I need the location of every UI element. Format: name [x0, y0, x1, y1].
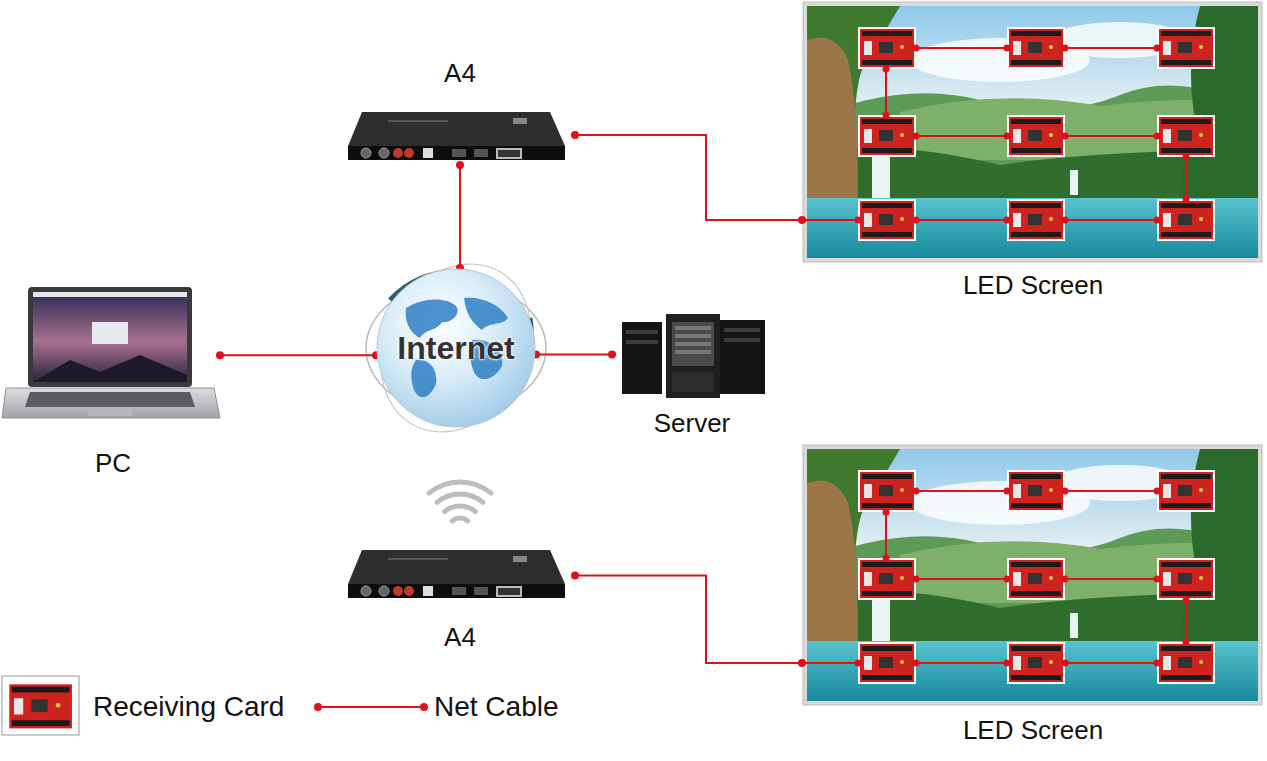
server-icon — [666, 314, 720, 398]
net-cable — [571, 131, 806, 224]
net-cable — [459, 165, 461, 268]
globe-orbits — [351, 237, 560, 459]
net-cable — [216, 351, 224, 359]
net-cable — [456, 161, 464, 272]
server-icon — [724, 338, 760, 342]
node-label: Server — [654, 408, 731, 438]
led-screen-picture — [803, 2, 1262, 262]
laptop-icon — [33, 292, 187, 382]
laptop-icon — [2, 287, 220, 418]
globe-shape — [411, 360, 436, 397]
legend-card-icon — [2, 676, 79, 735]
node-label: A4 — [444, 622, 476, 652]
led-screen-box: LED Screen — [802, 443, 1264, 745]
globe-shape — [464, 298, 508, 330]
net-cable — [532, 350, 616, 358]
laptop-icon — [33, 355, 187, 382]
led-screen-picture — [803, 445, 1262, 705]
server-icon — [622, 314, 765, 398]
server-icon — [675, 342, 711, 346]
device-box: A4 — [345, 548, 575, 652]
legend-net-cable-sample — [420, 703, 428, 711]
laptop-icon — [92, 322, 128, 344]
wireless-signal — [429, 482, 491, 493]
globe-orbits — [351, 237, 560, 459]
net-cable — [571, 572, 806, 667]
server-icon — [672, 322, 714, 366]
wireless-signal — [437, 494, 483, 502]
server-icon — [626, 330, 658, 334]
legend-card-icon — [2, 676, 79, 735]
net-cable — [216, 351, 380, 359]
internet-globe: Internet — [376, 268, 536, 428]
net-cable — [798, 216, 806, 224]
pc-box: PC — [6, 283, 220, 478]
net-cable — [575, 135, 802, 220]
server-icon — [675, 326, 711, 330]
node-label: LED Screen — [963, 270, 1103, 300]
wireless-signal — [445, 506, 476, 512]
legend-label: Receiving Card — [93, 690, 284, 724]
server-icon — [672, 372, 714, 392]
laptop-icon — [28, 287, 192, 387]
node-label: A4 — [444, 58, 476, 88]
net-cable — [220, 354, 376, 356]
a4-player-device — [348, 112, 565, 160]
net-cable — [456, 161, 464, 169]
net-cable — [571, 131, 579, 139]
server-icon — [622, 322, 662, 394]
wireless-signal — [429, 482, 491, 521]
legend-card-icon — [7, 682, 74, 731]
wireless-signal — [452, 518, 467, 521]
server-icon — [626, 340, 658, 344]
node-label: PC — [95, 448, 131, 478]
legend-net-cable-sample — [314, 703, 428, 711]
server-icon — [675, 334, 711, 338]
laptop-icon — [25, 392, 195, 407]
device-box: A4 — [345, 58, 575, 165]
server-icon — [724, 328, 760, 332]
laptop-icon — [2, 388, 220, 418]
server-icon — [675, 350, 711, 354]
a4-player-device — [348, 550, 565, 598]
globe-shape — [377, 269, 535, 427]
net-cable — [571, 572, 579, 580]
net-cable — [608, 350, 616, 358]
net-cable — [798, 659, 806, 667]
laptop-icon — [88, 409, 132, 416]
server-box: Server — [612, 312, 772, 438]
node-label: LED Screen — [963, 715, 1103, 745]
server-icon — [720, 320, 765, 394]
legend-label: Net Cable — [434, 690, 559, 724]
net-cable — [575, 576, 802, 663]
net-cable — [536, 353, 612, 355]
led-screen-box: LED Screen — [802, 0, 1264, 300]
laptop-icon — [33, 292, 187, 297]
legend-net-cable-sample — [318, 706, 424, 708]
globe-label: Internet — [397, 333, 514, 363]
legend-net-cable-sample — [314, 703, 322, 711]
